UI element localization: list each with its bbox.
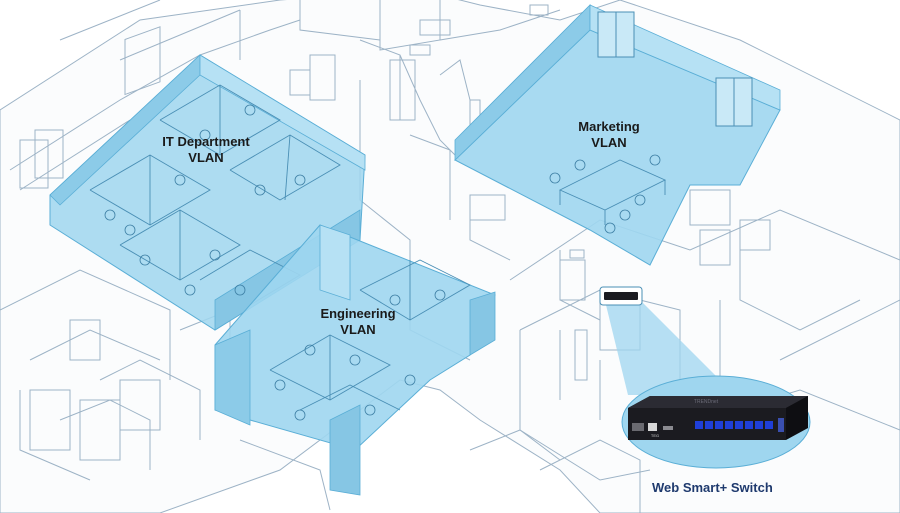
marketing-chairs: [549, 154, 661, 234]
it-department-label-line2: VLAN: [188, 150, 224, 165]
engineering-vlan-zone: [214, 224, 496, 496]
switch-brand-logo: TRENDnet: [694, 399, 719, 405]
engineering-label-line1: Engineering: [320, 306, 396, 321]
marketing-conference-table: [558, 159, 667, 225]
engineering-desks: [269, 259, 471, 411]
marketing-vlan-label: Marketing VLAN: [578, 119, 639, 151]
engineering-chairs: [274, 289, 446, 421]
it-department-vlan-label: IT Department VLAN: [162, 134, 249, 166]
marketing-vlan-zone: [454, 4, 781, 266]
it-department-label-line1: IT Department: [162, 134, 250, 149]
engineering-label-line2: VLAN: [340, 322, 376, 337]
web-smart-switch-label: Web Smart+ Switch: [652, 480, 773, 495]
it-chairs: [104, 104, 306, 296]
marketing-label-line1: Marketing: [578, 119, 640, 134]
marketing-label-line2: VLAN: [591, 135, 627, 150]
switch-ports: [695, 421, 773, 429]
it-desks: [89, 84, 341, 306]
switch-model-badge: TEG: [651, 433, 659, 438]
network-switch-icon: TRENDnet TEG: [628, 396, 808, 440]
engineering-vlan-label: Engineering VLAN: [320, 306, 395, 338]
